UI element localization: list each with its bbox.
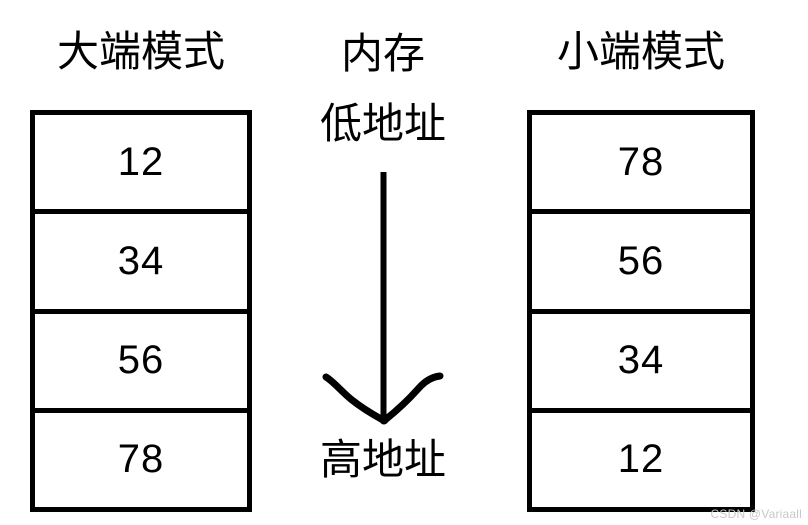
low-address-label: 低地址 [319, 100, 446, 147]
little-endian-title: 小端模式 [556, 28, 725, 75]
watermark-text: CSDN @Variaall [710, 507, 802, 521]
byte-cell: 12 [617, 437, 665, 482]
memory-label: 内存 [340, 30, 425, 77]
down-arrow-icon [322, 172, 444, 425]
high-address-label: 高地址 [319, 436, 446, 483]
byte-cell: 34 [35, 214, 247, 314]
byte-cell: 34 [532, 314, 750, 413]
big-endian-title: 大端模式 [56, 28, 225, 75]
byte-cell: 12 [35, 115, 247, 215]
byte-cell: 78 [532, 115, 750, 215]
byte-cell: 56 [532, 214, 750, 314]
byte-cell: 56 [35, 314, 247, 413]
big-endian-byte-table: 12 34 56 78 [30, 110, 252, 512]
little-endian-byte-table: 78 56 34 12 [527, 110, 755, 512]
byte-cell: 78 [117, 437, 165, 482]
